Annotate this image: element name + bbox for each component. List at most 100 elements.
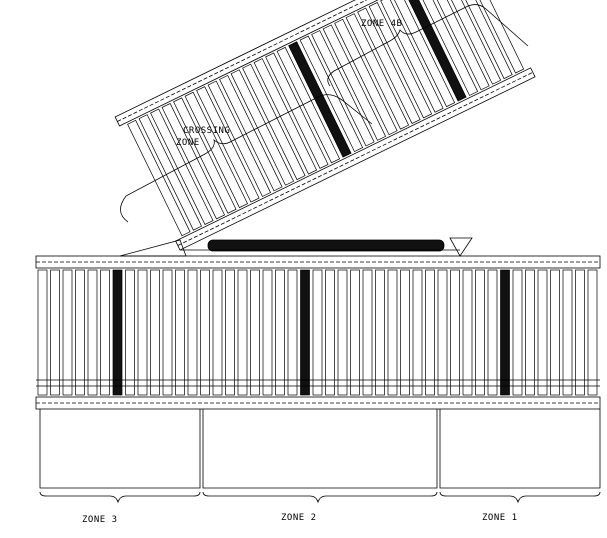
angled-braces — [120, 4, 529, 223]
roller — [550, 269, 560, 396]
driven-roller — [403, 0, 467, 102]
roller — [375, 269, 385, 396]
angled-section — [114, 0, 536, 251]
roller — [137, 269, 148, 396]
roller — [219, 74, 283, 192]
roller — [425, 269, 435, 396]
roller — [475, 269, 485, 396]
driven-roller — [288, 41, 352, 158]
zone-2-brace — [202, 491, 438, 504]
label-zone-2: ZONE 2 — [281, 513, 317, 523]
roller — [412, 269, 423, 396]
roller — [275, 269, 285, 396]
roller — [537, 269, 548, 396]
roller — [325, 269, 335, 396]
merge-gusset — [119, 239, 187, 257]
roller — [487, 269, 498, 396]
zone-4b-brace — [327, 4, 529, 87]
roller — [207, 80, 272, 197]
roller — [322, 24, 387, 141]
zone-boxes — [39, 409, 601, 489]
roller — [575, 269, 585, 396]
roller — [187, 269, 198, 396]
roller — [287, 269, 298, 396]
roller — [87, 269, 98, 396]
roller — [562, 269, 573, 396]
merge-end-plate — [449, 237, 473, 257]
roller — [50, 269, 60, 396]
zone-braces — [39, 491, 601, 504]
label-zone-4b: ZONE 4B — [361, 19, 402, 29]
roller — [387, 269, 398, 396]
roller — [265, 52, 329, 169]
roller — [250, 269, 260, 396]
main-roller-bed — [37, 269, 598, 396]
roller — [242, 63, 306, 181]
zone-3-box — [39, 409, 201, 489]
roller — [237, 269, 248, 396]
roller — [299, 35, 364, 153]
roller — [184, 91, 249, 209]
zone-2-box — [202, 409, 438, 489]
roller — [525, 269, 535, 396]
zone-1-box — [439, 409, 601, 489]
label-zone-1: ZONE 1 — [482, 513, 518, 523]
label-crossing-zone: ZONE — [176, 138, 200, 148]
roller — [312, 269, 323, 396]
label-zone-3: ZONE 3 — [82, 515, 118, 525]
driven-roller — [500, 269, 510, 396]
roller — [391, 0, 456, 108]
driven-roller — [112, 269, 123, 396]
driven-roller — [300, 269, 310, 396]
roller — [162, 269, 173, 396]
roller — [587, 269, 598, 396]
angled-roller-bed — [127, 0, 525, 237]
roller — [196, 86, 260, 203]
roller — [368, 2, 433, 119]
roller — [75, 269, 85, 396]
roller — [276, 46, 341, 164]
roller — [225, 269, 235, 396]
zone-3-brace — [39, 491, 201, 504]
roller — [230, 69, 295, 186]
crossing-zone-brace — [120, 94, 373, 223]
roller — [311, 30, 375, 147]
roller — [450, 269, 460, 396]
transfer-belt — [207, 239, 445, 252]
roller — [462, 269, 473, 396]
roller — [512, 269, 523, 396]
roller — [161, 103, 226, 220]
roller — [200, 269, 210, 396]
roller — [437, 269, 448, 396]
roller — [175, 269, 185, 396]
roller — [357, 7, 421, 124]
roller — [212, 269, 223, 396]
zone-1-brace — [439, 491, 601, 504]
label-crossing: CROSSING — [183, 126, 230, 136]
roller — [173, 97, 237, 214]
roller — [400, 269, 410, 396]
roller — [414, 0, 479, 96]
main-conveyor — [35, 255, 601, 410]
roller — [362, 269, 373, 396]
roller — [150, 269, 160, 396]
labels: ZONE 4B CROSSING ZONE ZONE 3 ZONE 2 ZONE… — [82, 19, 518, 525]
roller — [437, 0, 502, 85]
roller — [262, 269, 273, 396]
roller — [253, 58, 318, 175]
merge-conveyor — [114, 0, 536, 257]
roller — [337, 269, 348, 396]
roller — [350, 269, 360, 396]
roller — [125, 269, 135, 396]
roller — [426, 0, 490, 91]
roller — [380, 0, 444, 113]
roller — [345, 13, 410, 130]
roller — [460, 0, 525, 74]
roller — [449, 0, 513, 80]
roller — [334, 18, 398, 136]
roller — [37, 269, 48, 396]
roller — [100, 269, 110, 396]
roller — [62, 269, 73, 396]
